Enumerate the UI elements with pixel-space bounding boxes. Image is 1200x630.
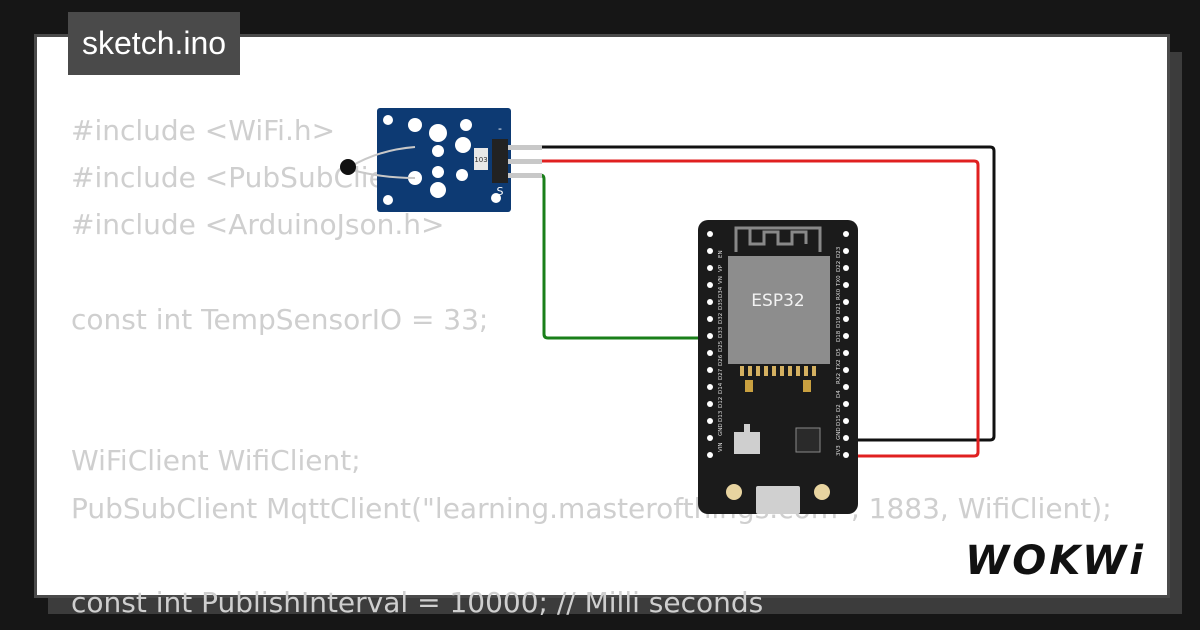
pin-label: D19	[836, 316, 842, 328]
pin-label: D22	[836, 261, 842, 272]
code-line: const int PublishInterval = 10000; // Mi…	[71, 585, 764, 619]
wire-red	[540, 159, 980, 458]
code-line: const int TempSensorIO = 33;	[71, 302, 489, 336]
thermistor-icon	[340, 159, 356, 175]
pin-label: D14	[718, 382, 724, 394]
esp32-board[interactable]: ESP32 EN VP VN D34 D35 D32 D33 D25 D26 D…	[698, 220, 858, 514]
pin-label: VN	[718, 276, 724, 284]
preview-card: #include <WiFi.h>#include <PubSubClient.…	[34, 34, 1170, 619]
pin-label: GND	[718, 423, 724, 436]
pin-label: D26	[718, 354, 724, 366]
wokwi-logo: WOKWi	[965, 538, 1146, 584]
pin-label: D32	[718, 313, 724, 324]
temperature-sensor-module[interactable]: 103 - S	[340, 108, 542, 212]
file-tab[interactable]: sketch.ino	[68, 12, 241, 75]
pin-label: D15	[836, 414, 842, 426]
pin-label: D18	[836, 330, 842, 342]
pin-label: TX2	[836, 359, 842, 371]
pin-label: D25	[718, 340, 724, 352]
resistor-label: 103	[474, 156, 487, 164]
pin-label: D2	[836, 404, 842, 412]
pin-label: RX0	[836, 288, 842, 300]
code-line: #include <WiFi.h>	[71, 114, 336, 147]
pin-label: D21	[836, 303, 842, 314]
pin-label: D27	[718, 368, 724, 380]
en-button[interactable]	[814, 484, 830, 500]
boot-button[interactable]	[726, 484, 742, 500]
pin-label: D4	[836, 390, 842, 398]
pin-label: VP	[718, 264, 724, 272]
chip-label: ESP32	[751, 291, 804, 311]
pin-minus-label: -	[498, 122, 502, 135]
pin-label: VIN	[718, 443, 724, 453]
wire-black	[540, 145, 996, 442]
pin-label: EN	[718, 250, 724, 258]
pin-label: D34	[718, 286, 724, 298]
pin-label: D13	[718, 410, 724, 422]
code-line: WiFiClient WifiClient;	[71, 444, 361, 478]
code-line: #include <ArduinoJson.h>	[71, 208, 445, 242]
usb-port	[756, 486, 800, 514]
pin-signal-label: S	[497, 185, 504, 198]
pin-label: D5	[836, 348, 842, 356]
pin-label: D33	[718, 326, 724, 338]
pin-label: D23	[836, 246, 842, 258]
pin-label: 3V3	[836, 445, 842, 456]
pin-label: D35	[718, 298, 724, 310]
pin-label: GND	[836, 427, 842, 440]
wire-green	[539, 173, 706, 340]
pin-label: TX0	[836, 275, 842, 287]
pin-label: RX2	[836, 373, 842, 384]
pin-label: D12	[718, 397, 724, 408]
